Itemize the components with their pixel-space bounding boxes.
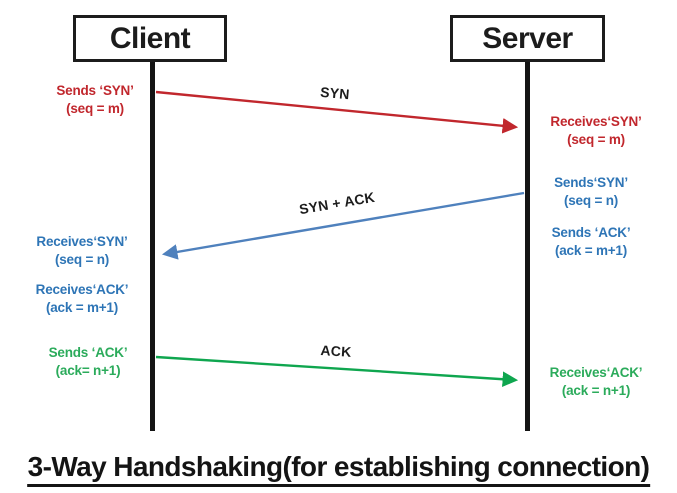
note-line2: (ack= n+1) (55, 362, 121, 378)
note-line1: Receives‘ACK’ (549, 365, 643, 380)
note-server-receives-ack: Receives‘ACK’ (ack = n+1) (534, 364, 658, 399)
note-server-sends-ack: Sends ‘ACK’ (ack = m+1) (529, 224, 653, 259)
note-line1: Receives‘SYN’ (36, 234, 128, 249)
server-label: Server (482, 21, 573, 55)
note-client-sends-syn: Sends ‘SYN’ (seq = m) (33, 82, 157, 117)
note-client-receives-syn: Receives‘SYN’ (seq = n) (20, 233, 144, 268)
note-line1: Sends ‘ACK’ (551, 225, 631, 240)
client-box: Client (73, 15, 227, 62)
note-line1: Receives‘ACK’ (35, 282, 129, 297)
note-client-sends-ack: Sends ‘ACK’ (ack= n+1) (26, 344, 150, 379)
note-line1: Sends ‘ACK’ (48, 345, 128, 360)
diagram-title: 3-Way Handshaking(for establishing conne… (26, 451, 651, 487)
note-line2: (seq = n) (563, 192, 619, 208)
syn-ack-arrow (161, 191, 525, 260)
note-line1: Receives‘SYN’ (550, 114, 642, 129)
note-line1: Sends‘SYN’ (554, 175, 628, 190)
note-line2: (seq = n) (54, 251, 110, 267)
note-line2: (seq = m) (66, 100, 124, 116)
ack-arrow (155, 355, 519, 387)
note-line2: (seq = m) (567, 131, 625, 147)
server-box: Server (450, 15, 605, 62)
note-line2: (ack = m+1) (45, 299, 119, 315)
note-line2: (ack = m+1) (554, 242, 628, 258)
note-line1: Sends ‘SYN’ (56, 83, 134, 98)
note-server-receives-syn: Receives‘SYN’ (seq = m) (534, 113, 658, 148)
note-line2: (ack = n+1) (561, 382, 631, 398)
client-label: Client (109, 21, 191, 55)
syn-arrow (155, 90, 519, 134)
note-client-receives-ack: Receives‘ACK’ (ack = m+1) (20, 281, 144, 316)
note-server-sends-syn: Sends‘SYN’ (seq = n) (529, 174, 653, 209)
